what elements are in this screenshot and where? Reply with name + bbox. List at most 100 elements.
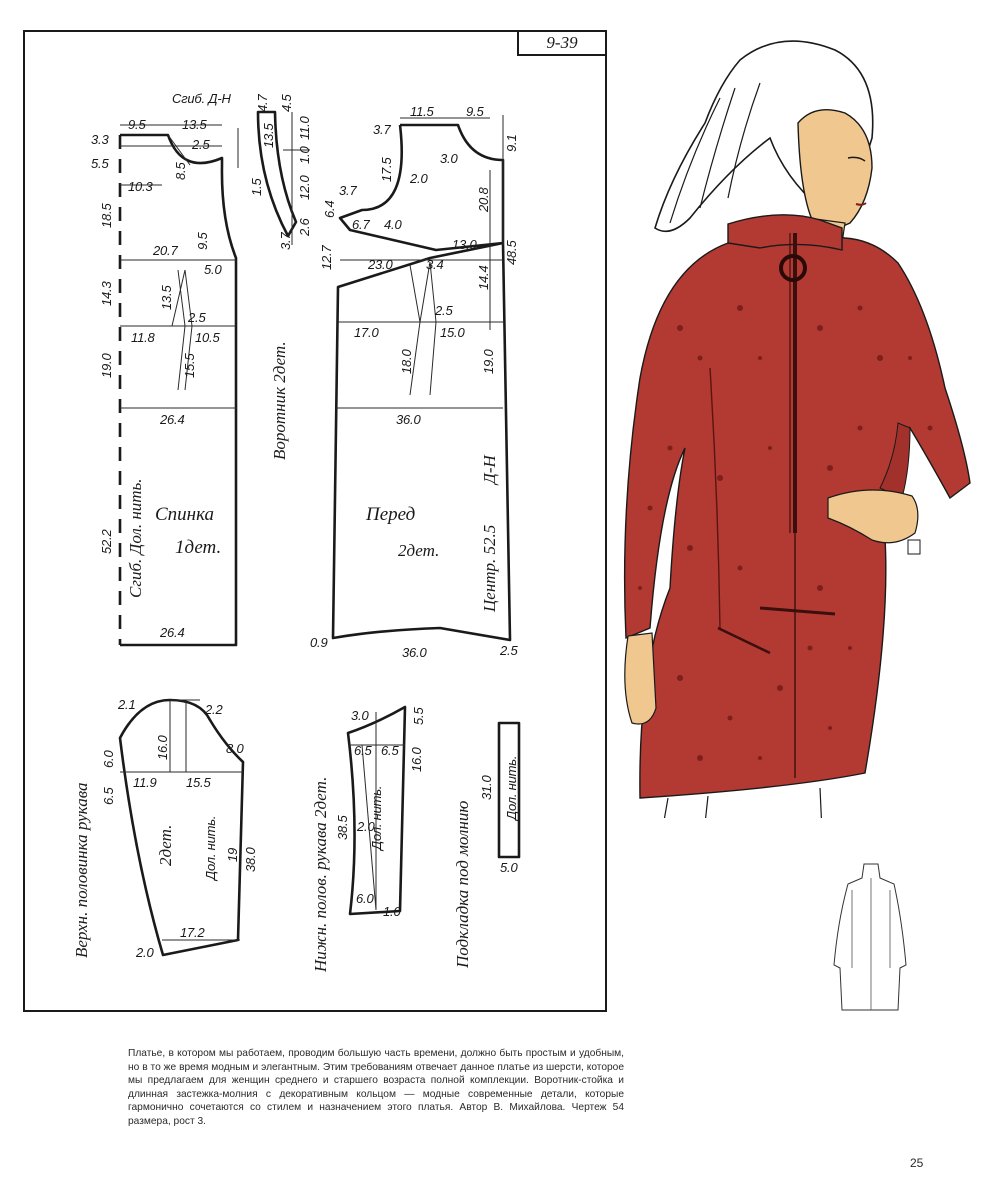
collar-measure: 3.7 [278,232,293,250]
front-measure: 12.7 [319,245,334,270]
upper-sleeve-grain: Дол. нить. [203,815,218,880]
back-measure: 11.8 [131,330,155,345]
upper-sleeve-measure: 38.0 [243,847,258,872]
front-measure: 13.0 [452,237,477,252]
collar-measure: 11.0 [297,116,312,140]
collar-measure: 1.0 [297,146,312,164]
under-sleeve-label: Нижн. полов. рукава 2дет. [311,776,330,972]
under-sleeve-outline [346,705,407,916]
back-outline [120,133,238,647]
front-measure: 2.0 [410,171,428,186]
collar-measure: 4.7 [255,94,270,112]
pattern-drawing [118,110,521,957]
back-piece-name: Спинка [155,504,215,525]
upper-sleeve-measure: 2.1 [118,697,136,712]
zipper-facing-label: Подкладка под молнию [453,800,472,968]
front-outline [331,123,512,642]
zipper-facing-grain: Дол. нить. [504,755,519,820]
front-measure: 6.7 [352,217,370,232]
right-hand [827,489,919,544]
back-measure: 9.5 [195,232,210,250]
front-measure: 48.5 [504,240,519,265]
upper-sleeve-measure: 16.0 [155,735,170,760]
back-measure: 26.4 [160,412,185,427]
back-fold-grain-label: Сгиб. Дол. нить. [126,478,145,598]
upper-sleeve-count: 2дет. [156,824,175,866]
back-measure: 2.5 [188,310,206,325]
back-measure: 26.4 [160,625,185,640]
back-measure: 10.3 [128,179,153,194]
collar-measure: 1.5 [249,178,264,196]
front-measure: 9.5 [466,104,484,119]
collar-measure: 4.5 [279,94,294,112]
front-piece-name: Перед [366,504,416,525]
back-measure: 19.0 [99,353,114,378]
under-sleeve-grain: Дол. нить. [369,785,384,850]
front-measure: 14.4 [476,265,491,290]
dress-back-thumbnail [833,863,907,1011]
upper-sleeve-measure: 15.5 [186,775,211,790]
upper-sleeve-outline [118,698,245,957]
upper-sleeve-measure: 17.2 [180,925,205,940]
under-sleeve-measure: 6.5 [381,743,399,758]
zipper-facing-measure: 31.0 [479,775,494,800]
collar-measure: 2.6 [297,218,312,236]
front-measure: 36.0 [402,645,427,660]
front-measure: 2.5 [500,643,518,658]
dress-illustration [623,40,971,818]
front-measure: 18.0 [399,349,414,374]
under-sleeve-measure: 6.0 [356,891,374,906]
under-sleeve-measure: 2.0 [357,819,375,834]
front-measure: 3.7 [339,183,357,198]
watch-tag [907,539,921,555]
front-center-label: Центр. 52.5 [480,524,499,612]
under-sleeve-measure: 38.5 [335,815,350,840]
upper-sleeve-measure: 6.5 [101,787,116,805]
front-measure: 3.0 [440,151,458,166]
zipper-facing-measure: 5.0 [500,860,518,875]
plate-code: 9-39 [517,32,605,56]
front-measure: 19.0 [481,349,496,374]
back-measure: 52.2 [99,529,114,554]
front-piece-count: 2дет. [398,541,440,560]
front-measure: 4.0 [384,217,402,232]
back-measure: 13.5 [182,117,207,132]
collar-measure: Сгиб. Д-Н [172,91,231,106]
under-sleeve-measure: 6.5 [354,743,372,758]
front-measure: 6.4 [322,200,337,218]
front-measure: 20.8 [476,187,491,212]
back-measure: 5.5 [91,156,109,171]
back-measure: 14.3 [99,281,114,306]
zipper-facing-outline [497,721,521,859]
front-measure: 17.0 [354,325,379,340]
fabric-texture [638,305,933,761]
upper-sleeve-measure: 2.2 [205,702,223,717]
upper-sleeve-measure: 2.0 [136,945,154,960]
upper-sleeve-measure: 11.9 [133,775,157,790]
collar-measure: 13.5 [261,123,276,148]
page-number: 25 [910,1156,924,1170]
upper-sleeve-label: Верхн. половинка рукава [72,782,91,958]
front-measure: 11.5 [410,104,434,119]
back-piece-count: 1дет. [175,537,222,558]
left-hand [624,632,657,725]
front-measure: 9.1 [504,134,519,152]
under-sleeve-measure: 3.0 [351,708,369,723]
description-caption: Платье, в котором мы работаем, проводим … [128,1048,624,1127]
front-measure: 3.7 [373,122,391,137]
front-measure: 2.5 [435,303,453,318]
upper-sleeve-measure: 6.0 [101,750,116,768]
construction-lines [120,112,504,941]
under-sleeve-measure: 5.5 [411,707,426,725]
front-grain-label: Д-Н [480,455,499,484]
back-measure: 18.5 [99,203,114,228]
front-measure: 23.0 [368,257,393,272]
front-measure: 15.0 [440,325,465,340]
collar-measure: 12.0 [297,175,312,200]
back-measure: 20.7 [153,243,178,258]
face [797,109,873,230]
under-sleeve-measure: 16.0 [409,747,424,772]
front-measure: 36.0 [396,412,421,427]
upper-sleeve-measure: 8.0 [226,741,244,756]
collar-piece-label: Воротник 2дет. [270,341,289,460]
